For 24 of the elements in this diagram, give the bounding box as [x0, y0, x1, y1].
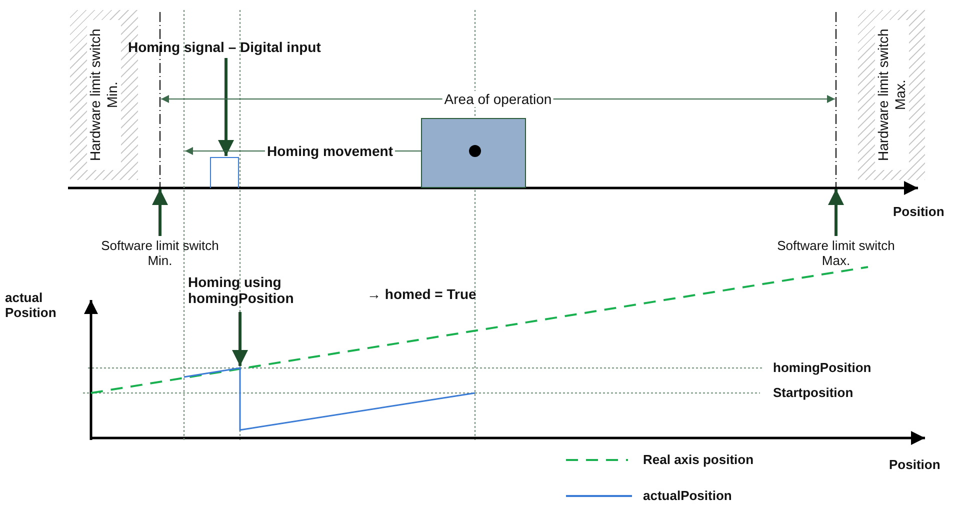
zone-label: Hardware limit switch Min. [87, 20, 121, 170]
edge-label: Homing movement [265, 143, 395, 159]
axis-label: actual Position [5, 290, 58, 320]
axis-label: Position [889, 457, 940, 472]
carriage-block [421, 118, 526, 188]
edge-label: Area of operation [442, 91, 554, 107]
actual-position-curve [184, 367, 476, 431]
callout-text: Software limit switch Max. [768, 238, 904, 268]
arrow [218, 58, 234, 156]
arrow [152, 189, 168, 236]
callout-text: Homing using homingPosition [188, 274, 358, 306]
legend-label: actualPosition [643, 488, 732, 503]
arrow [828, 189, 844, 236]
hatched-zone [858, 10, 925, 180]
signal-pulse [210, 157, 239, 188]
legend-label: Real axis position [643, 452, 754, 467]
zone-label: Hardware limit switch Max. [874, 20, 908, 170]
line-label: homingPosition [773, 360, 872, 375]
status-text: → homed = True [367, 286, 476, 302]
callout-text: Homing signal – Digital input [128, 39, 321, 55]
line-label: Startposition [773, 385, 854, 400]
axis-label: Position [893, 204, 944, 219]
arrow [232, 312, 248, 366]
callout-text: Software limit switch Min. [92, 238, 228, 268]
